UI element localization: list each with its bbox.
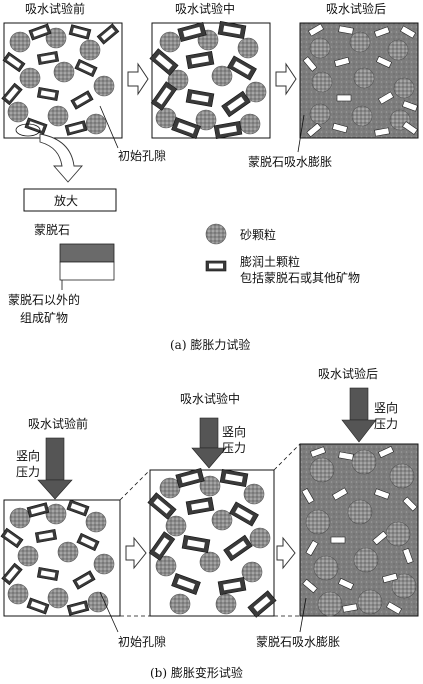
legend-clay-icon (205, 260, 227, 272)
b-pressure-during-line2: 压力 (222, 441, 246, 455)
part-b: 吸水试验后 吸水试验中 吸水试验前 竖向 压力 竖向 压力 竖向 压力 (0, 366, 419, 680)
a-pore-leader (99, 105, 119, 149)
b-pressure-arrow-after (341, 387, 377, 443)
b-box-before (0, 499, 121, 617)
a-initial-pore-label: 初始孔隙 (118, 149, 166, 163)
b-swelling-leader (299, 597, 307, 633)
a-legend-clay-line2: 包括蒙脱石或其他矿物 (240, 270, 360, 285)
a-box-after (299, 22, 419, 139)
b-pressure-arrow-before (37, 437, 73, 500)
a-stage-after-label: 吸水试验后 (326, 1, 386, 16)
b-pressure-during-line1: 竖向 (222, 424, 246, 439)
a-other-minerals-line1: 蒙脱石以外的 (8, 292, 80, 307)
a-montmorillonite-label: 蒙脱石 (34, 222, 70, 237)
a-box-before (1, 22, 123, 139)
b-box-during (147, 467, 277, 618)
a-arrow-1 (127, 62, 149, 96)
b-box-after (299, 443, 419, 617)
b-dash-top-1 (119, 469, 151, 501)
a-magnify-box (23, 188, 117, 212)
a-magnify-circle (15, 123, 41, 137)
a-stage-before-label: 吸水试验前 (25, 1, 85, 16)
b-pressure-before-line2: 压力 (16, 465, 40, 479)
b-pressure-after-line1: 竖向 (374, 400, 398, 415)
a-legend-sand: 砂颗粒 (240, 227, 276, 242)
b-arrow-1 (125, 536, 147, 570)
b-mont-swelling-label: 蒙脱石吸水膨胀 (256, 634, 340, 649)
a-mont-swelling-label: 蒙脱石吸水膨胀 (248, 154, 332, 169)
a-caption: (a) 膨胀力试验 (170, 337, 250, 352)
b-caption: (b) 膨胀变形试验 (150, 665, 243, 680)
b-pore-leader (99, 591, 119, 633)
a-magnify-arrow (39, 133, 83, 183)
a-stage-during-label: 吸水试验中 (175, 1, 235, 16)
b-arrow-2 (276, 536, 296, 570)
b-stage-before-label: 吸水试验前 (28, 416, 88, 431)
a-layered-sample (59, 243, 115, 281)
b-pressure-arrow-during (191, 417, 227, 469)
a-other-minerals-line2: 组成矿物 (20, 311, 68, 325)
a-box-during (149, 20, 271, 140)
legend-sand-icon (205, 223, 227, 245)
b-stage-after-label: 吸水试验后 (318, 366, 378, 381)
part-a: 吸水试验前 吸水试验中 吸水试验后 (1, 1, 419, 352)
b-dash-top-2 (273, 443, 301, 471)
a-after-particles (302, 23, 418, 138)
b-initial-pore-label: 初始孔隙 (118, 635, 166, 649)
b-stage-during-label: 吸水试验中 (180, 391, 240, 406)
a-legend-clay-line1: 膨润土颗粒 (240, 254, 300, 269)
a-arrow-2 (275, 62, 297, 96)
a-magnify-label: 放大 (54, 193, 78, 208)
b-pressure-after-line2: 压力 (374, 417, 398, 431)
a-swelling-leader (297, 114, 305, 153)
b-pressure-before-line1: 竖向 (16, 448, 40, 463)
